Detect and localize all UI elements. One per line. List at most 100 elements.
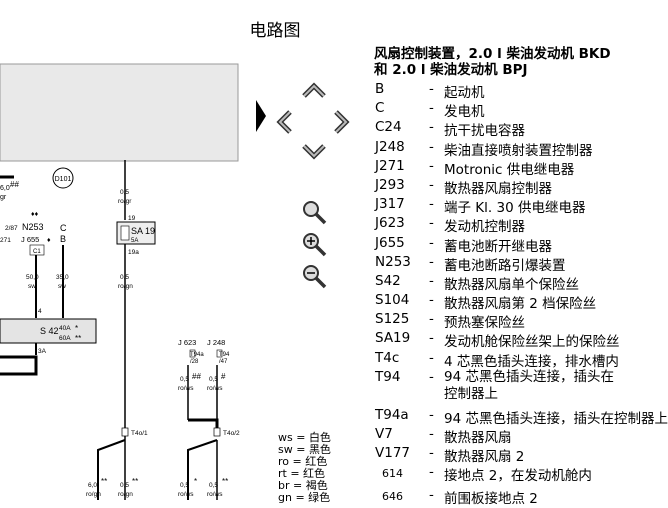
diagram-label: 0,5	[120, 482, 129, 489]
legend-item: T94a-94 芯黑色插头连接，插头在控制器上	[374, 407, 668, 427]
diagram-label: ro/ws	[207, 491, 223, 498]
pan-right-icon[interactable]	[330, 108, 358, 136]
legend-dash: -	[429, 368, 434, 385]
legend-item: SA19 -发动机舱保险丝架上的保险丝	[374, 330, 620, 350]
legend-item: V177-散热器风扇 2	[374, 445, 606, 465]
legend-description: 蓄电池断开继电器	[444, 238, 552, 255]
legend-description: Motronic 供电继电器	[444, 161, 575, 178]
diagram-shape	[213, 427, 221, 437]
pan-down-icon[interactable]	[300, 140, 328, 168]
diagram-label: 0,5	[209, 482, 218, 489]
legend-item: V7-散热器风扇	[374, 426, 606, 446]
diagram-label: ##	[10, 180, 19, 189]
diagram-label: **	[222, 477, 228, 486]
legend-title-line1: 风扇控制装置，2.0 l 柴油发动机 BKD	[374, 46, 611, 62]
legend-code: 614	[382, 467, 403, 481]
legend-dash: -	[429, 215, 434, 232]
diagram-label: 35,0	[56, 274, 69, 281]
legend-code: V7	[375, 426, 393, 442]
diagram-label: 4	[38, 308, 42, 315]
legend-title: 风扇控制装置，2.0 l 柴油发动机 BKD 和 2.0 l 柴油发动机 BPJ	[374, 46, 611, 78]
pan-up-icon[interactable]	[300, 78, 328, 106]
legend-dash: -	[429, 464, 434, 481]
legend-description: 柴油直接喷射装置控制器	[444, 142, 593, 159]
panel-collapse-arrow-icon[interactable]	[255, 100, 267, 132]
diagram-label: 5A	[131, 238, 138, 244]
diagram-label: ro/ws	[207, 385, 223, 392]
legend-description: 94 芯黑色插头连接，插头在控制器上	[444, 410, 668, 427]
legend-dash: -	[429, 487, 434, 504]
diagram-label: *	[75, 324, 78, 333]
circuit-diagram: D101 6,0 gr ## ♦♦ 2/87 N253 271 J 655 ♦ …	[0, 63, 240, 500]
legend-dash: -	[429, 196, 434, 213]
diagram-label: /47	[219, 359, 228, 365]
diagram-label: 6,0	[88, 482, 97, 489]
diagram-label: sw	[58, 283, 66, 290]
d101-symbol	[52, 167, 74, 189]
legend-item: T4c-4 芯黑色插头连接，排水槽内	[374, 350, 619, 370]
legend-code: N253	[375, 253, 411, 270]
diagram-label: sw	[28, 283, 36, 290]
diagram-label: T4o/1	[131, 430, 148, 437]
wire-color-item: ws = 白色	[278, 431, 331, 444]
diagram-label: ro/gn	[118, 491, 133, 498]
diagram-label: 0,5	[209, 376, 218, 383]
wire-color-item: sw = 黑色	[278, 443, 331, 456]
zoom-out-icon[interactable]	[300, 262, 328, 290]
legend-code: SA19	[375, 330, 411, 347]
diagram-label: T94	[219, 352, 230, 358]
wire-color-legend: ws = 白色 sw = 黑色 ro = 红色 rt = 红色 br = 褐色 …	[278, 432, 331, 504]
wire	[187, 439, 218, 500]
diagram-label: 50,0	[26, 274, 39, 281]
diagram-shape	[120, 225, 130, 241]
legend-description: 散热器风扇	[444, 430, 512, 446]
diagram-label: 19	[128, 215, 136, 222]
legend-dash: -	[429, 119, 434, 136]
legend-code: C24	[375, 119, 402, 136]
legend-code: T94	[375, 368, 401, 385]
wire	[0, 355, 38, 376]
diagram-label: B	[60, 234, 66, 244]
legend-description: 4 芯黑色插头连接，排水槽内	[444, 353, 619, 370]
legend-dash: -	[429, 445, 434, 462]
legend-dash: -	[429, 176, 434, 193]
legend-item: S104-散热器风扇第 2 档保险丝	[374, 292, 606, 313]
legend-dash: -	[429, 272, 434, 289]
diagram-label: *	[194, 477, 197, 486]
legend-item: J271-Motronic 供电继电器	[374, 157, 606, 178]
zoom-in-icon[interactable]	[300, 230, 328, 258]
legend-dash: -	[429, 100, 434, 117]
diagram-label: ##	[192, 372, 201, 381]
legend-dash: -	[429, 157, 434, 174]
diagram-label: J 623	[178, 338, 196, 347]
diagram-label: 6,0	[0, 185, 10, 192]
pan-left-icon[interactable]	[272, 108, 300, 136]
diagram-label: 0,5	[180, 376, 189, 383]
diagram-shape	[121, 427, 129, 437]
legend-item: 614-接地点 2，在发动机舱内	[374, 464, 606, 487]
wire	[188, 418, 219, 430]
diagram-label: 0,5	[180, 482, 189, 489]
zoom-fit-icon[interactable]	[300, 198, 328, 226]
diagram-label: ro/gr	[118, 198, 132, 205]
legend-item: 646-前围板接地点 2	[374, 487, 606, 507]
diagram-label: C	[60, 223, 67, 233]
wire	[97, 439, 126, 500]
diagram-label: SA 19	[131, 226, 155, 236]
diagram-shape	[216, 349, 223, 358]
legend-item: S125-预热塞保险丝	[374, 311, 606, 331]
legend-description: 散热器风扇第 2 档保险丝	[444, 296, 597, 313]
legend-dash: -	[429, 292, 434, 309]
diagram-label: S 42	[40, 326, 59, 336]
legend-description: 发动机舱保险丝架上的保险丝	[444, 334, 620, 351]
legend-item: B-起动机	[374, 81, 606, 101]
legend-description: 散热器风扇单个保险丝	[444, 276, 579, 293]
legend-dash: -	[429, 253, 434, 270]
legend-dash: -	[429, 330, 434, 347]
legend-title-line2: 和 2.0 l 柴油发动机 BPJ	[374, 62, 528, 78]
legend-code: C	[375, 100, 385, 117]
diagram-label: /28	[190, 359, 199, 365]
diagram-label: 40A	[59, 325, 71, 332]
legend-description: 蓄电池断路引爆装置	[444, 257, 566, 274]
